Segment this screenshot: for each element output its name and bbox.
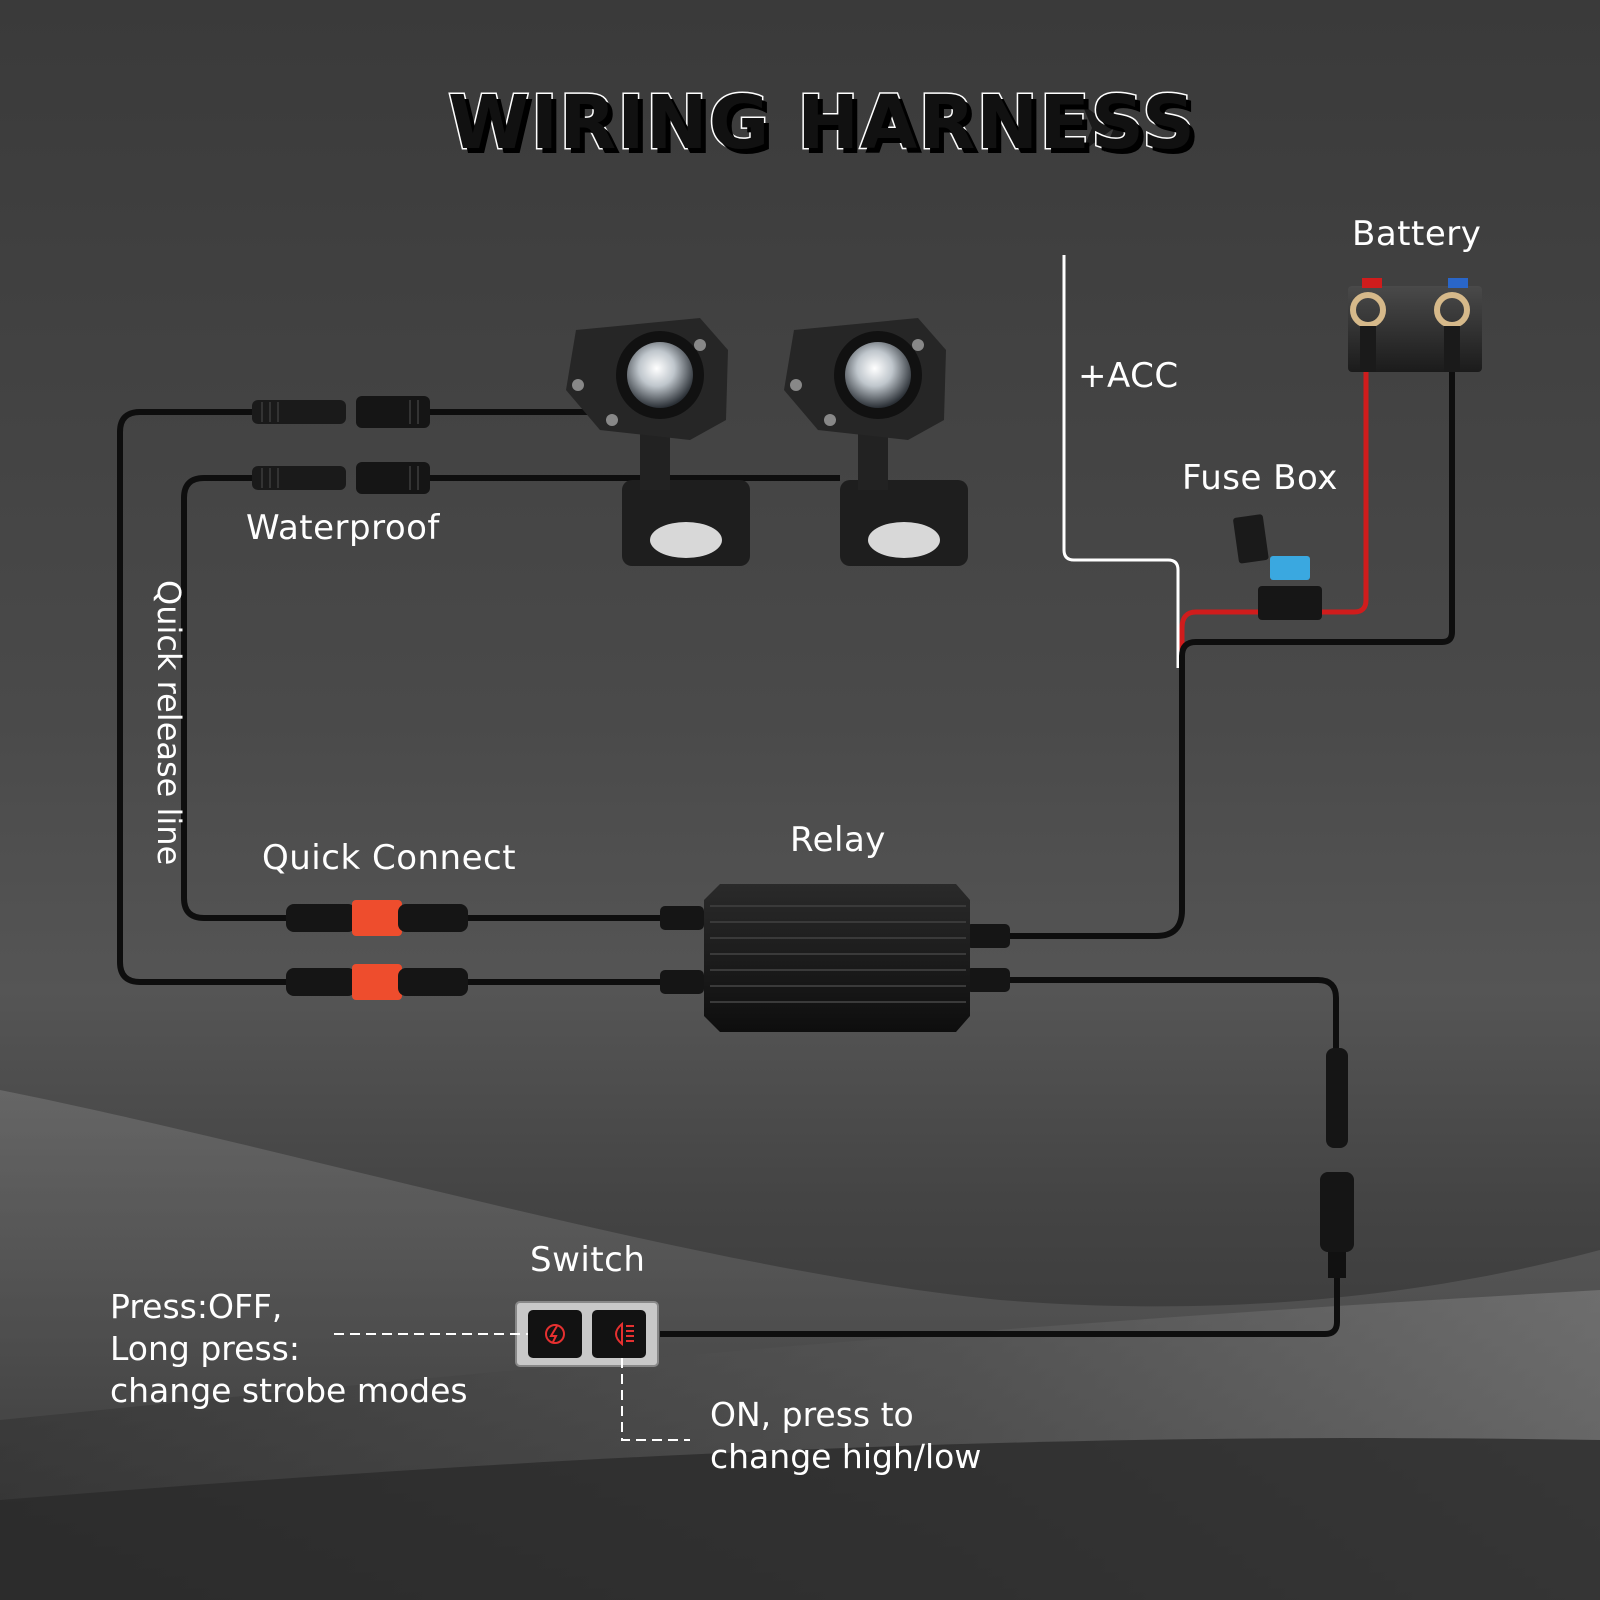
relay-label: Relay <box>790 820 886 860</box>
battery <box>1348 278 1482 372</box>
left-button-note-line: change strobe modes <box>110 1371 468 1410</box>
fuse-box-label: Fuse Box <box>1182 458 1338 498</box>
quick-release-line-outer <box>117 409 298 985</box>
acc-wire <box>1062 255 1180 668</box>
left-button-note-line: Long press: <box>110 1329 300 1368</box>
left-button-note: Press:OFF, Long press: change strobe mod… <box>110 1286 468 1412</box>
switch-panel <box>515 1301 659 1367</box>
waterproof-connector <box>252 396 430 494</box>
fog-lamp-right <box>784 318 968 566</box>
battery-negative-wire <box>1010 372 1455 939</box>
waterproof-label: Waterproof <box>246 508 440 548</box>
fog-lamp-left <box>566 318 750 566</box>
quick-connect-label: Quick Connect <box>262 838 517 878</box>
switch-waterproof-connector <box>1320 1048 1354 1278</box>
battery-label: Battery <box>1352 214 1482 254</box>
background-wave <box>0 1438 1600 1600</box>
right-button-callout <box>621 1358 690 1441</box>
right-button-note: ON, press to change high/low <box>710 1394 981 1478</box>
switch-wire <box>660 1278 1340 1337</box>
strobe-icon <box>545 1324 565 1344</box>
right-button-note-line: ON, press to <box>710 1395 914 1434</box>
relay-to-switch-wire <box>1010 977 1339 1050</box>
right-button-note-line: change high/low <box>710 1437 982 1476</box>
fast-forward-arrows-icon <box>1082 104 1136 152</box>
battery-positive-wire <box>1318 372 1369 615</box>
fuse-box <box>1233 514 1322 620</box>
page-title: WIRING HARNESS <box>446 79 1197 168</box>
quick-release-line-label: Quick release line <box>150 580 188 866</box>
left-button-note-line: Press:OFF, <box>110 1287 283 1326</box>
switch-label: Switch <box>530 1240 646 1280</box>
headlight-high-low-icon <box>615 1321 634 1347</box>
acc-label: +ACC <box>1078 356 1179 396</box>
quick-release-line-inner <box>181 475 298 921</box>
quick-connect-plug <box>286 900 468 1000</box>
relay-box <box>660 884 1010 1032</box>
fuse-to-relay-red-wire <box>1179 609 1258 668</box>
